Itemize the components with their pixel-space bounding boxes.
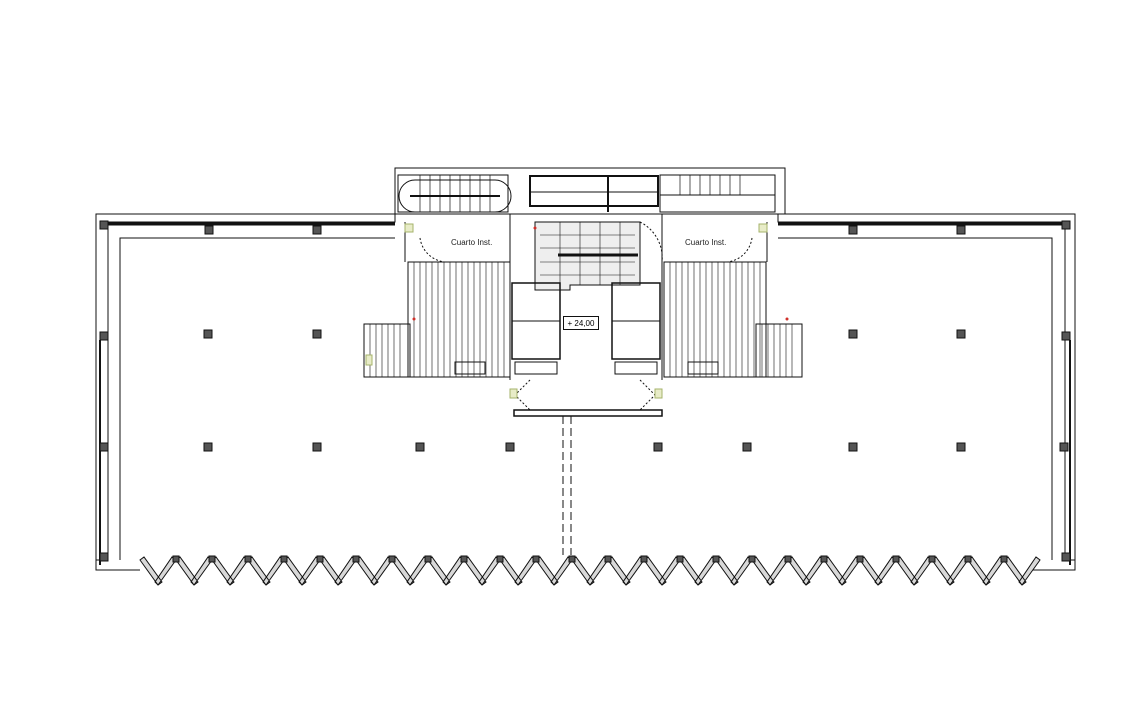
- column: [1061, 331, 1071, 341]
- column: [99, 331, 109, 341]
- column: [653, 442, 663, 452]
- room-label-left: Cuarto Inst.: [451, 238, 493, 247]
- column: [956, 442, 966, 452]
- column: [99, 220, 109, 230]
- column: [203, 442, 213, 452]
- column: [848, 225, 858, 235]
- column: [312, 329, 322, 339]
- column: [312, 225, 322, 235]
- column: [312, 442, 322, 452]
- column: [203, 329, 213, 339]
- room-label-right: Cuarto Inst.: [685, 238, 727, 247]
- column: [1059, 442, 1069, 452]
- outer-wall: [95, 213, 396, 561]
- column: [848, 442, 858, 452]
- column: [1061, 552, 1071, 562]
- column: [99, 552, 109, 562]
- column: [848, 329, 858, 339]
- column: [415, 442, 425, 452]
- elevation-marker: + 24,00: [563, 316, 599, 330]
- column: [99, 442, 109, 452]
- column: [505, 442, 515, 452]
- column: [956, 329, 966, 339]
- column: [742, 442, 752, 452]
- zigzag-facade: [139, 556, 1041, 586]
- column: [956, 225, 966, 235]
- column: [1061, 220, 1071, 230]
- column: [204, 225, 214, 235]
